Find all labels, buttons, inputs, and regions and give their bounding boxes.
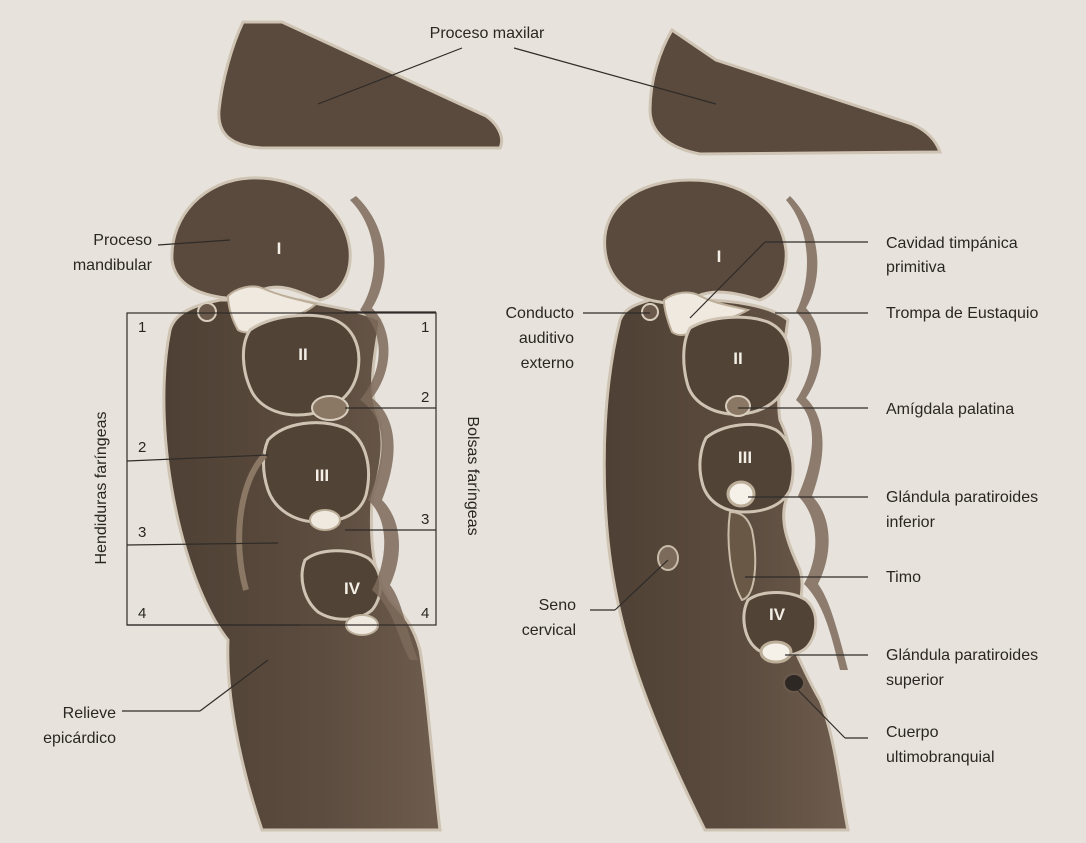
paratiroides-inferior-label-line1: Glándula paratiroides [886, 489, 1038, 506]
paratiroides-superior-label-line2: superior [886, 672, 944, 689]
left-arch-numeral-2: II [298, 345, 307, 364]
cleft-number-3: 3 [138, 524, 146, 541]
timo-label: Timo [886, 569, 921, 586]
pouch-number-2: 2 [421, 389, 429, 406]
proceso-mandibular-label-line1: Proceso [93, 232, 152, 249]
paratiroides-superior-label-line1: Glándula paratiroides [886, 647, 1038, 664]
cuerpo-ultimobranquial-label-line2: ultimobranquial [886, 749, 995, 766]
trompa-eustaquio-label: Trompa de Eustaquio [886, 305, 1038, 322]
left-arch-1 [172, 178, 350, 300]
right-arch-numeral-1: I [717, 247, 722, 266]
left-pouch-3-cavity [310, 510, 340, 530]
bolsas-faringeas-label: Bolsas faríngeas [464, 416, 481, 535]
right-palatine-tonsil [726, 396, 750, 416]
relieve-epicardico-label-line2: epicárdico [43, 730, 116, 747]
seno-cervical-label-line2: cervical [522, 622, 576, 639]
left-pouch-2-cavity [312, 396, 348, 420]
left-arch-numeral-4: IV [344, 579, 361, 598]
left-arch-numeral-1: I [277, 239, 282, 258]
right-arch-1 [605, 180, 787, 303]
seno-cervical-label-line1: Seno [539, 597, 576, 614]
right-maxillary-process [650, 30, 940, 154]
cleft-number-2: 2 [138, 439, 146, 456]
left-arch-4 [302, 551, 380, 620]
right-superior-parathyroid [761, 642, 791, 662]
amigdala-palatina-label: Amígdala palatina [886, 401, 1014, 418]
conducto-auditivo-label-line1: Conducto [506, 305, 575, 322]
paratiroides-inferior-label-line2: inferior [886, 514, 936, 531]
conducto-auditivo-label-line3: externo [521, 355, 574, 372]
cuerpo-ultimobranquial-label-line1: Cuerpo [886, 724, 939, 741]
relieve-epicardico-label-line1: Relieve [63, 705, 116, 722]
pouch-number-1: 1 [421, 319, 429, 336]
right-arch-numeral-2: II [733, 349, 742, 368]
cleft-number-1: 1 [138, 319, 146, 336]
right-arch-numeral-4: IV [769, 605, 786, 624]
right-ultimobranchial-body [784, 674, 804, 692]
pouch-number-4: 4 [421, 605, 429, 622]
cavidad-timpanica-label-line2: primitiva [886, 259, 946, 276]
right-external-auditory-pit [642, 304, 658, 320]
cleft-number-4: 4 [138, 605, 146, 622]
proceso-mandibular-label-line2: mandibular [73, 257, 153, 274]
left-embryo-drawing: I II III IV 1 2 3 4 1 2 3 4 Hendiduras f… [43, 22, 502, 830]
left-arch-numeral-3: III [315, 466, 329, 485]
hendiduras-faringeas-label: Hendiduras faríngeas [93, 412, 110, 565]
conducto-auditivo-label-line2: auditivo [519, 330, 574, 347]
proceso-maxilar-label: Proceso maxilar [430, 25, 545, 42]
cavidad-timpanica-label-line1: Cavidad timpánica [886, 235, 1018, 252]
left-cleft-1-pit [198, 303, 216, 321]
pouch-number-3: 3 [421, 511, 429, 528]
right-arch-numeral-3: III [738, 448, 752, 467]
right-inferior-parathyroid [728, 482, 754, 506]
right-embryo-drawing: I II III IV Cavidad timpánica primitiva … [506, 30, 1039, 830]
